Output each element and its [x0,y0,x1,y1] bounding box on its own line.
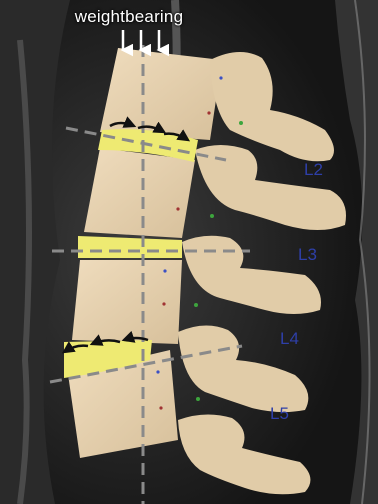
vertebra-label-l4: L4 [280,329,299,349]
landmark-dot [159,406,162,409]
landmark-dot [196,397,200,401]
landmark-dot [156,370,159,373]
vertebral-body-l3 [72,260,182,344]
weightbearing-label: weightbearing [0,7,258,27]
landmark-dot [239,121,243,125]
landmark-dot [207,111,210,114]
vertebral-body-l1 [100,48,222,140]
vertebra-label-l5: L5 [270,404,289,424]
vertebra-label-l3: L3 [298,245,317,265]
vertebra-label-l2: L2 [304,160,323,180]
vertebral-body-l2 [84,148,195,238]
landmark-dot [194,303,198,307]
landmark-dot [176,207,179,210]
landmark-dot [210,214,214,218]
landmark-dot [162,302,165,305]
landmark-dot [163,269,166,272]
landmark-dot [219,76,222,79]
